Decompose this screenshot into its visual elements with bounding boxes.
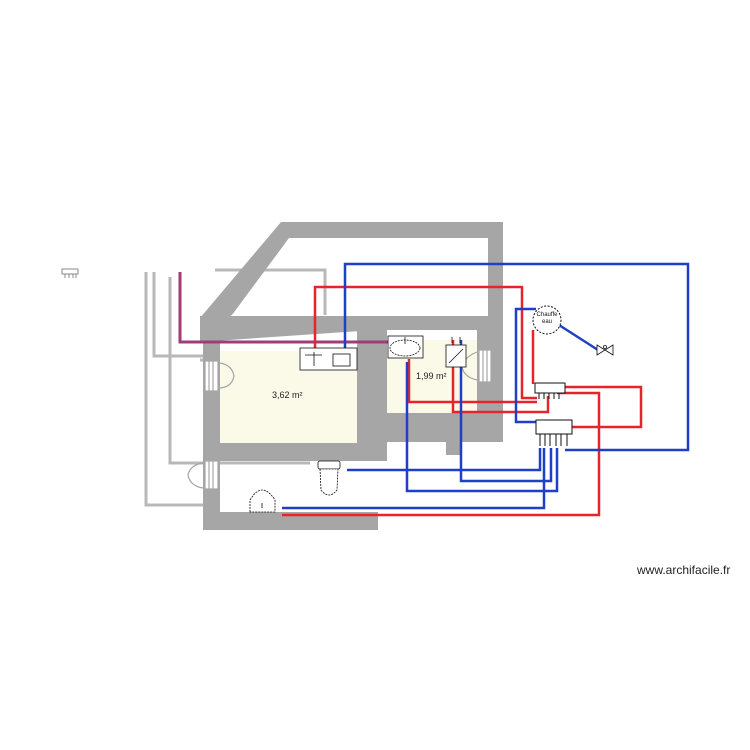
double-basin-icon xyxy=(299,347,358,371)
room-1-area-label: 3,62 m² xyxy=(272,390,303,400)
washbasin-icon xyxy=(387,335,424,359)
valve-icon xyxy=(596,344,614,356)
water-heater-label-line2: eau xyxy=(541,319,552,325)
water-heater-label-line1: Chauffe xyxy=(536,312,558,318)
manifold-upper xyxy=(534,382,566,399)
watermark[interactable]: www.archifacile.fr xyxy=(637,563,731,577)
water-heater-icon xyxy=(532,305,562,335)
bidet-icon xyxy=(249,489,276,513)
room-2-area-label: 1,99 m² xyxy=(416,371,447,381)
drain-pipe xyxy=(178,272,390,344)
shower-icon xyxy=(445,337,467,368)
hot-water-pipes xyxy=(282,285,643,517)
toilet-icon xyxy=(317,460,341,496)
manifold-icon xyxy=(61,268,79,278)
cold-water-pipes xyxy=(282,262,690,510)
doors xyxy=(187,349,492,490)
floors xyxy=(220,340,477,443)
manifold-lower xyxy=(535,419,573,446)
water-heater-label: Chauffe eau xyxy=(534,312,560,326)
